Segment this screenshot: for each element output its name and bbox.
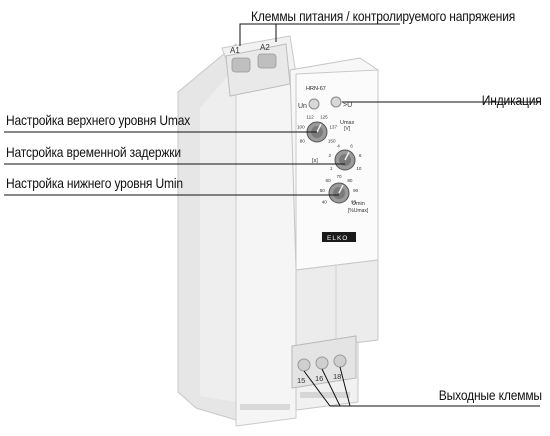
umin-tick-label: 70 — [336, 174, 342, 179]
umax-tick-label: 112 — [306, 115, 314, 120]
delay-tick-labels: 1 24 6 8 10 — [329, 143, 362, 171]
umin-tick-label: 40 — [322, 200, 328, 205]
output-18-label: 18 — [333, 372, 341, 381]
umax-tick-label: 150 — [328, 139, 336, 144]
umin-tick-label: 60 — [326, 178, 332, 183]
umin-tick-label: 90 — [353, 188, 359, 193]
relay-device: HRN-67 ELKO A1 A2 Un >U Umax [V] [s] Umi… — [177, 35, 379, 427]
leader-outputs-2 — [321, 368, 341, 407]
leader-power — [239, 23, 400, 46]
terminal-a1-label: A1 — [230, 46, 240, 55]
led-un — [308, 98, 320, 110]
umax-tick-label: 137 — [329, 125, 337, 130]
umin-tick-label: 95 — [351, 200, 357, 205]
power-terminals-label: Клеммы питания / контролируемого напряже… — [251, 8, 516, 24]
leader-outputs — [303, 370, 540, 407]
brand-text: ELKO — [327, 235, 348, 242]
umin-knob — [328, 182, 350, 204]
umax-setting-label: Настройка верхнего уровня Umax — [6, 112, 191, 128]
umax-unit-label: Umax — [340, 120, 355, 126]
delay-tick-label: 2 — [329, 153, 332, 158]
led-overvoltage-label: >U — [343, 102, 352, 109]
delay-knob — [334, 149, 356, 171]
umin-tick-label: 80 — [347, 178, 353, 183]
umax-unit-sub: [V] — [344, 126, 351, 132]
led-un-label: Un — [298, 103, 307, 110]
model-text: HRN-67 — [306, 86, 326, 92]
delay-tick-label: 8 — [359, 153, 362, 158]
umax-tick-label: 100 — [297, 125, 305, 130]
umax-tick-label: 125 — [320, 115, 328, 120]
umin-unit-label: Umin — [352, 201, 365, 207]
output-terminals-label: Выходные клеммы — [438, 387, 542, 403]
brand-plate — [322, 232, 356, 242]
delay-tick-label: 6 — [350, 143, 353, 148]
leader-outputs-3 — [339, 366, 351, 407]
umin-setting-label: Настройка нижнего уровня Umin — [6, 175, 183, 191]
delay-unit-label: [s] — [312, 158, 318, 164]
indication-label: Индикация — [482, 92, 542, 108]
output-15-label: 15 — [297, 376, 305, 385]
leader-lines — [4, 23, 540, 407]
led-overvoltage — [330, 96, 342, 108]
umin-unit-sub: [%Umax] — [348, 208, 369, 214]
delay-tick-label: 4 — [337, 143, 340, 148]
umax-tick-label: 80 — [300, 139, 306, 144]
delay-tick-label: 10 — [356, 166, 362, 171]
delay-setting-label: Натсройка временной задержки — [6, 144, 181, 160]
delay-tick-label: 1 — [330, 166, 333, 171]
output-16-label: 16 — [315, 374, 323, 383]
terminal-a2-label: A2 — [260, 43, 270, 52]
umin-tick-label: 50 — [320, 188, 326, 193]
